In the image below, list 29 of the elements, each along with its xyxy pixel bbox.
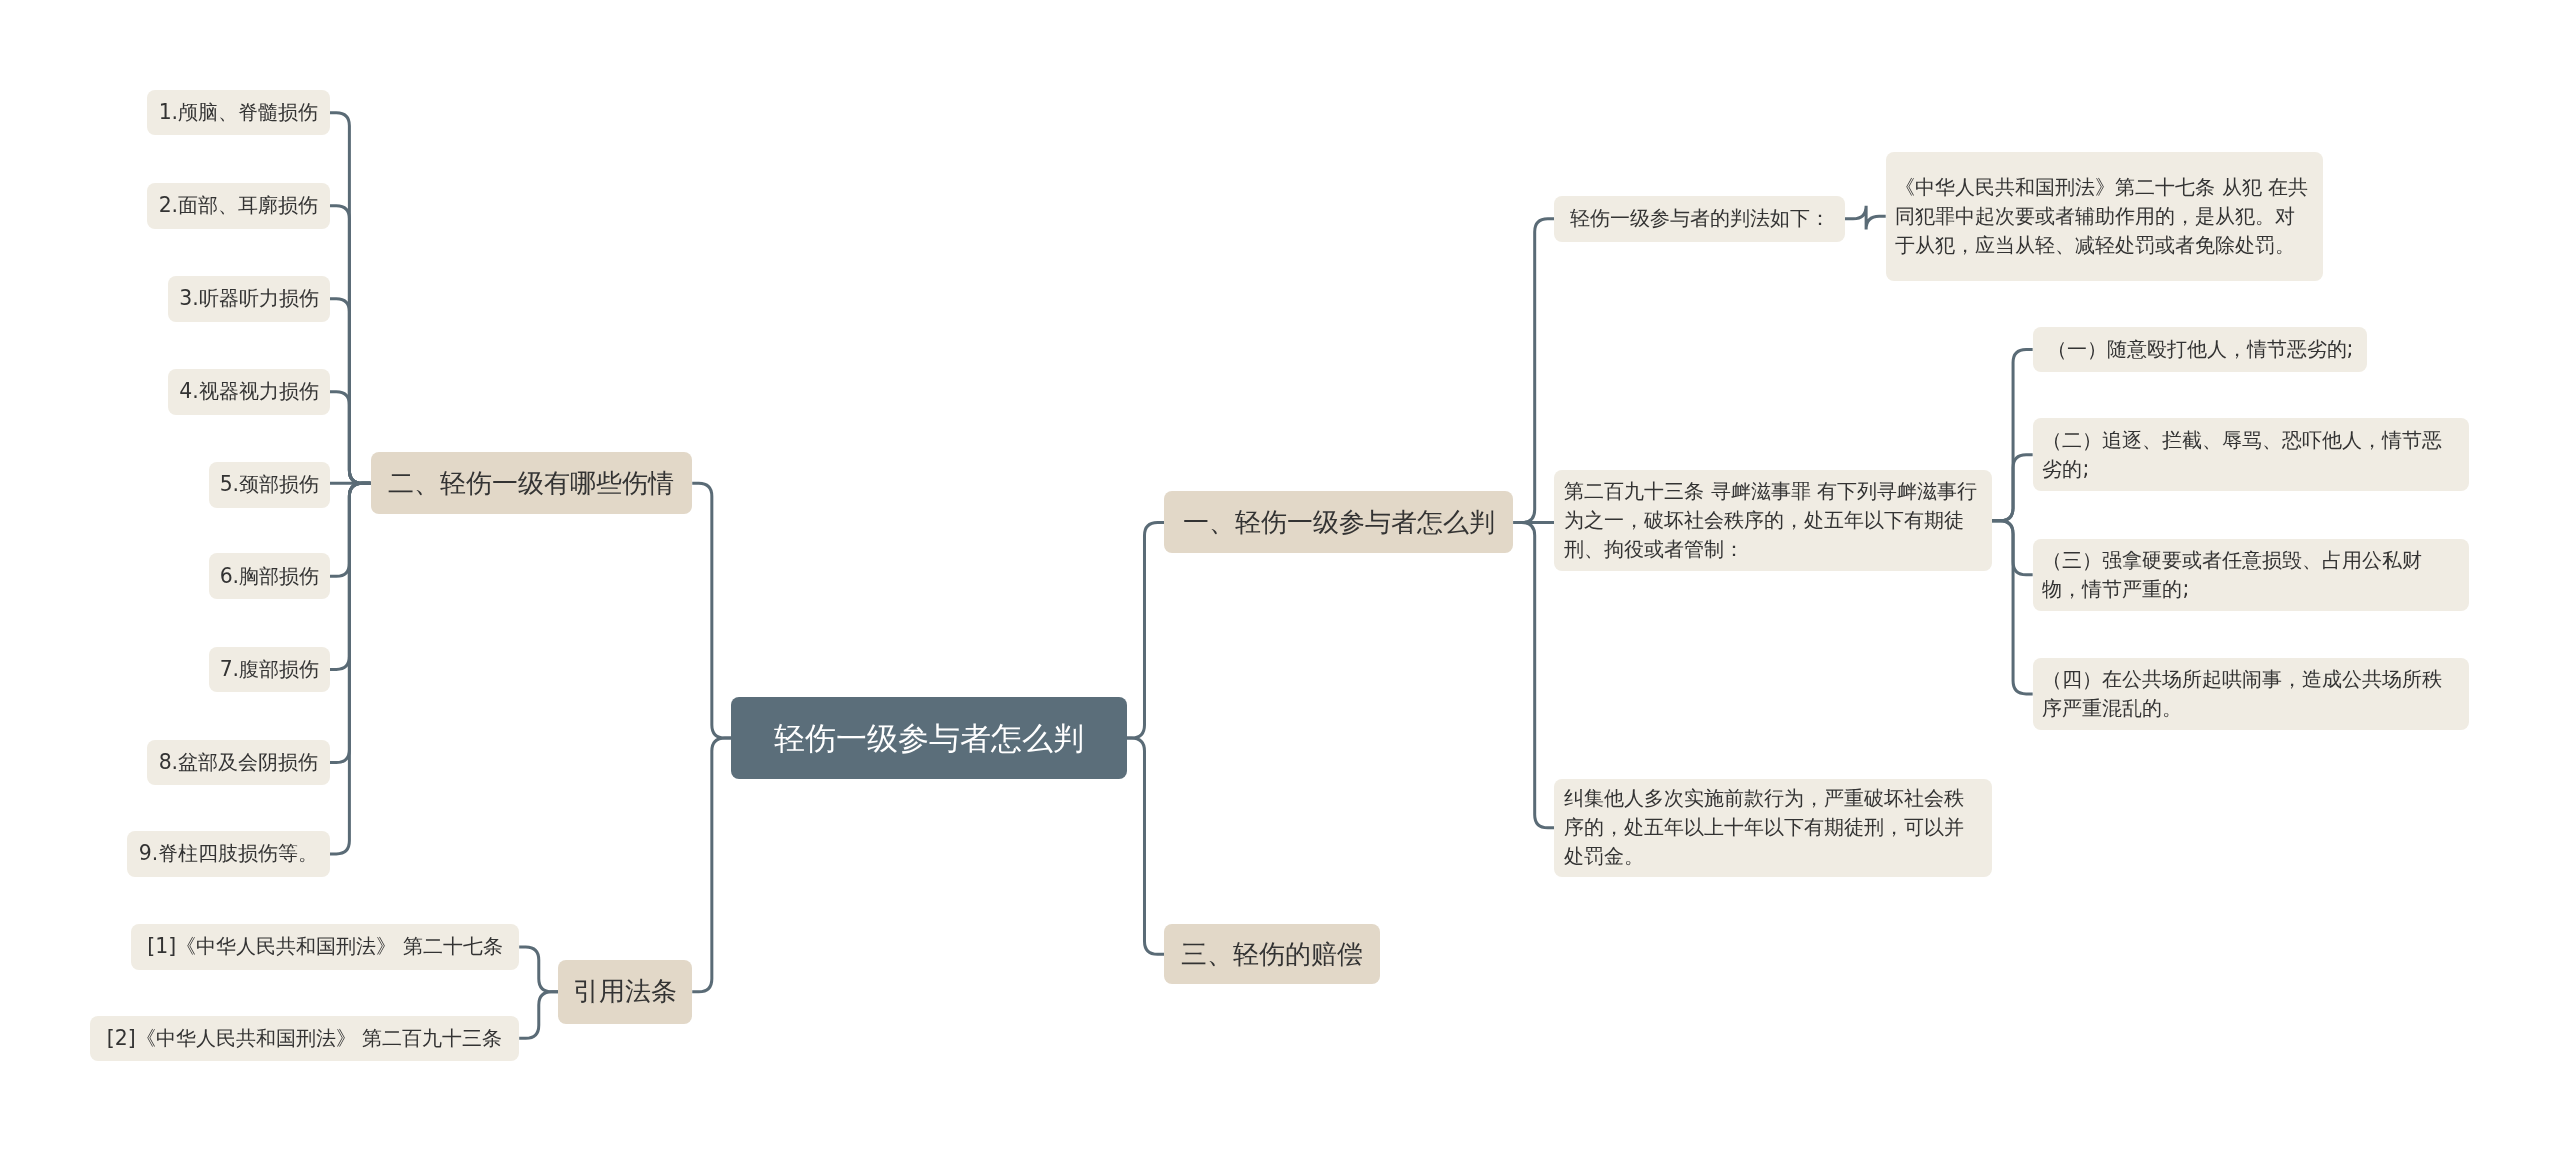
- note-box: 6.胸部损伤: [208, 553, 330, 600]
- note-box: 4.视器视力损伤: [168, 368, 330, 415]
- note-box: 5.颈部损伤: [208, 462, 330, 508]
- note-box: 纠集他人多次实施前款行为，严重破坏社会秩序的，处五年以上十年以下有期徒刑，可以并处罚金。: [1554, 778, 1992, 877]
- note-box: 轻伤一级参与者的判法如下：: [1554, 195, 1845, 242]
- note-box: 7.腹部损伤: [208, 646, 330, 693]
- connector-line: [1844, 204, 1886, 231]
- note-box: 2.面部、耳廓损伤: [146, 182, 330, 229]
- connector-line: [1513, 520, 1555, 830]
- topic-box: 引用法条: [558, 960, 693, 1024]
- note-box: （三）强拿硬要或者任意损毁、占用公私财物，情节严重的;: [2032, 538, 2469, 611]
- note-box: 3.听器听力损伤: [168, 275, 330, 322]
- note-box: （二）追逐、拦截、辱骂、恐吓他人，情节恶劣的;: [2032, 417, 2469, 492]
- note-box: 9.脊柱四肢损伤等。: [127, 831, 330, 877]
- note-box: 8.盆部及会阴损伤: [146, 739, 330, 786]
- note-box: [1]《中华人民共和国刑法》 第二十七条: [130, 924, 520, 970]
- note-box: [2]《中华人民共和国刑法》 第二百九十三条: [89, 1015, 520, 1062]
- connector-line: [1126, 736, 1165, 956]
- note-box: 1.颅脑、脊髓损伤: [146, 89, 330, 136]
- note-box: 第二百九十三条 寻衅滋事罪 有下列寻衅滋事行为之一，破坏社会秩序的，处五年以下有期徒刑、拘役或者管制：: [1554, 470, 1992, 572]
- note-box: （四）在公共场所起哄闹事，造成公共场所秩序严重混乱的。: [2032, 657, 2469, 730]
- topic-box: 一、轻伤一级参与者怎么判: [1164, 491, 1514, 554]
- connector-line: [329, 481, 371, 856]
- topic-box: 二、轻伤一级有哪些伤情: [370, 452, 693, 515]
- topic-box: 三、轻伤的赔偿: [1164, 924, 1380, 985]
- central-topic-box: 轻伤一级参与者怎么判: [731, 697, 1127, 779]
- note-box: 《中华人民共和国刑法》第二十七条 从犯 在共同犯罪中起次要或者辅助作用的，是从犯。对于从犯，应当从轻、减轻处罚或者免除处罚。: [1885, 151, 2324, 281]
- connector-line: [519, 990, 559, 1040]
- note-box: （一）随意殴打他人，情节恶劣的;: [2032, 326, 2368, 373]
